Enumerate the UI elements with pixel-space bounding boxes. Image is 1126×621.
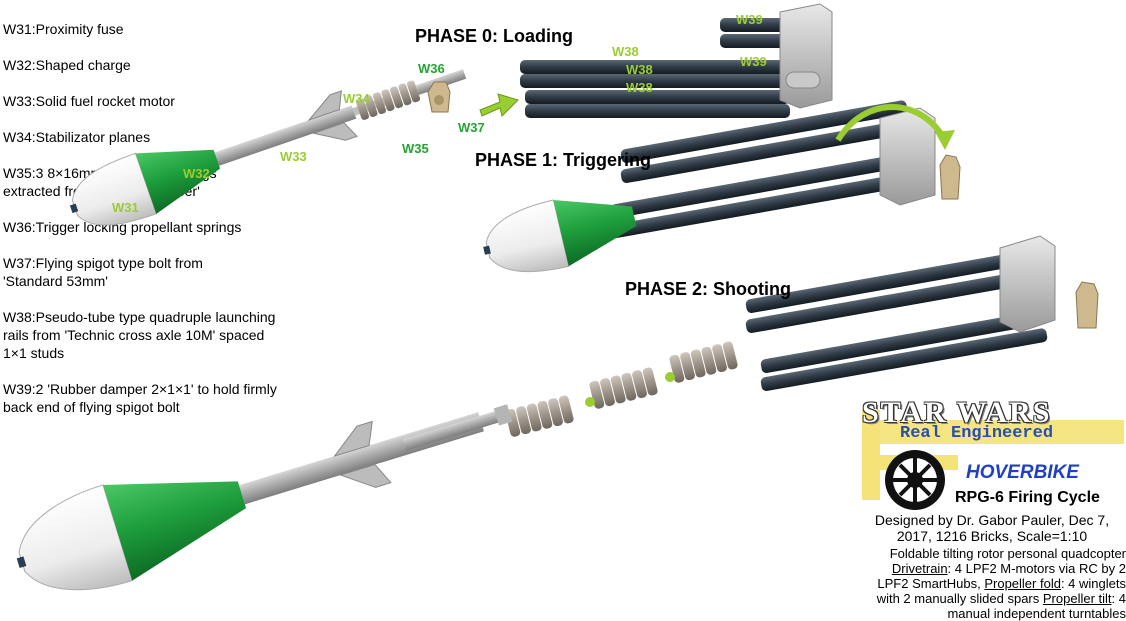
firing-cycle-subtitle: RPG-6 Firing Cycle [955, 489, 1100, 506]
launcher-phase0 [520, 3, 833, 118]
hoverbike-label: HOVERBIKE [966, 462, 1079, 483]
tag-w31: W31 [112, 200, 139, 215]
tag-w36: W36 [418, 61, 445, 76]
tag-w34: W34 [343, 91, 370, 106]
legend-w32: W32:Shaped charge [3, 57, 131, 73]
legend-w39: W39:2 'Rubber damper 2×1×1' to hold firm… [3, 381, 277, 415]
rocket-phase1 [483, 199, 637, 273]
propfold-label: Propeller fold [984, 576, 1061, 591]
propfold-text: : 4 winglets with 2 manually slided spar… [876, 576, 1126, 606]
legend-w38: W38:Pseudo-tube type quadruple launching… [3, 309, 276, 361]
tag-w32: W32 [183, 166, 210, 181]
rocket-phase2 [16, 404, 513, 591]
tag-w37: W37 [458, 120, 485, 135]
logo-graphic [862, 410, 1124, 510]
rail-block [779, 3, 833, 109]
springs-w35 [355, 80, 421, 120]
legend-bottom: W37:Flying spigot type bolt from 'Standa… [3, 236, 278, 434]
launcher-phase1 [610, 100, 936, 238]
tag-w39a: W39 [736, 12, 763, 27]
trigger-w36 [427, 81, 451, 113]
rocket-body-w33 [209, 105, 357, 168]
damper-w39 [785, 71, 821, 89]
proptilt-label: Propeller tilt [1042, 591, 1112, 606]
tag-w38b: W38 [626, 62, 653, 77]
fuse-tip [69, 203, 79, 214]
legend-w33: W33:Solid fuel rocket motor [3, 93, 175, 109]
drivetrain-text: : 4 LPF2 M-motors via RC by 2 LPF2 Smart… [877, 561, 1126, 591]
warhead-w32 [135, 149, 221, 214]
arrow-trigger-head [935, 130, 955, 150]
tag-w38a: W38 [612, 44, 639, 59]
trigger-phase2 [1075, 281, 1099, 329]
trigger-phase1 [939, 154, 961, 200]
proptilt-text: : 4 manual independent turntables [947, 591, 1126, 621]
legend-w37: W37:Flying spigot type bolt from 'Standa… [3, 255, 203, 289]
tag-w35: W35 [402, 141, 429, 156]
tag-w38c: W38 [626, 80, 653, 95]
star-wars-logo: STAR WARS [862, 396, 1052, 429]
tag-w39b: W39 [740, 54, 767, 69]
nose-cone-w31 [71, 152, 157, 226]
specs: Foldable tilting rotor personal quadcopt… [858, 546, 1126, 621]
arrow-trigger-curve [835, 104, 948, 142]
legend-w31: W31:Proximity fuse [3, 21, 124, 37]
legend-w34: W34:Stabilizator planes [3, 129, 151, 145]
fins-w34 [307, 90, 358, 141]
springs-phase2 [505, 341, 738, 437]
phase1-title: PHASE 1: Triggering [475, 150, 652, 170]
drivetrain-label: Drivetrain [891, 561, 948, 576]
phase0-title: PHASE 0: Loading [415, 26, 574, 46]
phase2-title: PHASE 2: Shooting [625, 279, 791, 299]
specs-line1: Foldable tilting rotor personal quadcopt… [889, 546, 1126, 561]
real-engineered-label: Real Engineered [900, 424, 1054, 443]
credits: Designed by Dr. Gabor Pauler, Dec 7, 201… [874, 512, 1110, 544]
arrow-phase0 [479, 93, 519, 117]
launcher-phase2 [745, 235, 1056, 391]
tag-w33: W33 [280, 149, 307, 164]
